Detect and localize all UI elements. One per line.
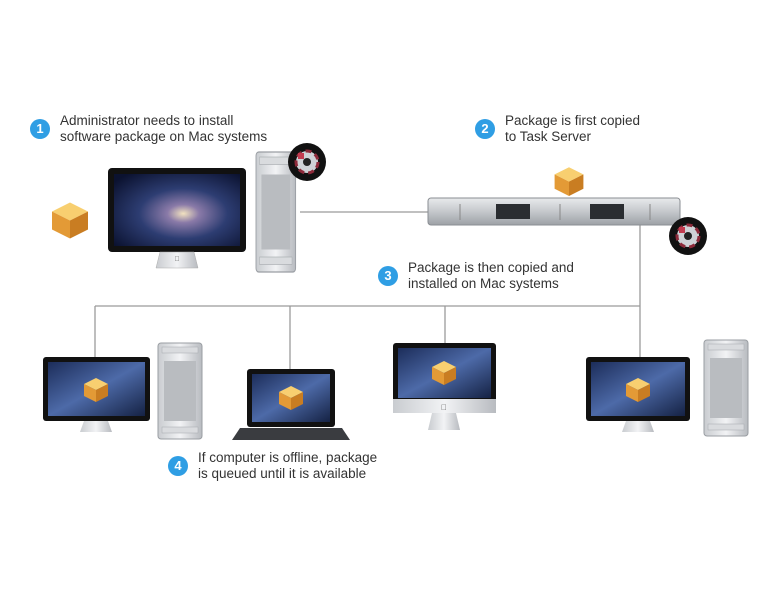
step-3-line-2: installed on Mac systems (408, 276, 559, 291)
step-2-line-1: Package is first copied (505, 113, 641, 128)
step-3-text: Package is then copied and installed on … (408, 260, 574, 292)
step-1: 1 Administrator needs to install softwar… (30, 113, 267, 145)
step-2-badge: 2 (475, 119, 495, 139)
step-4-line-1: If computer is offline, package (198, 450, 378, 465)
server-disc-icon (667, 215, 709, 257)
admin-tower (255, 151, 297, 273)
client-monitor-2 (586, 357, 690, 432)
server-package-icon (554, 167, 584, 196)
apple-logo-icon:  (441, 403, 447, 412)
network-lines (94, 211, 641, 372)
client-imac:  (393, 343, 496, 430)
step-2-line-2: to Task Server (505, 129, 592, 144)
step-3-badge: 3 (378, 266, 398, 286)
step-1-badge: 1 (30, 119, 50, 139)
step-3-line-1: Package is then copied and (408, 260, 574, 275)
task-server (427, 197, 681, 226)
step-4-text: If computer is offline, package is queue… (198, 450, 377, 482)
client-tower-2 (703, 339, 749, 437)
step-4: 4 If computer is offline, package is que… (168, 450, 377, 482)
step-1-line-2: software package on Mac systems (60, 129, 268, 144)
step-1-text: Administrator needs to install software … (60, 113, 267, 145)
client-laptop (232, 369, 350, 440)
step-2-text: Package is first copied to Task Server (505, 113, 640, 145)
admin-imac:  (108, 168, 246, 269)
client-monitor-1 (43, 357, 150, 432)
step-2: 2 Package is first copied to Task Server (475, 113, 640, 145)
admin-disc-icon (286, 141, 328, 183)
step-1-line-1: Administrator needs to install (60, 113, 234, 128)
step-4-badge: 4 (168, 456, 188, 476)
package-icon (52, 202, 88, 239)
apple-logo-icon:  (174, 256, 179, 263)
client-tower-1 (157, 342, 203, 440)
step-3: 3 Package is then copied and installed o… (378, 260, 574, 292)
step-4-line-2: is queued until it is available (198, 466, 367, 481)
